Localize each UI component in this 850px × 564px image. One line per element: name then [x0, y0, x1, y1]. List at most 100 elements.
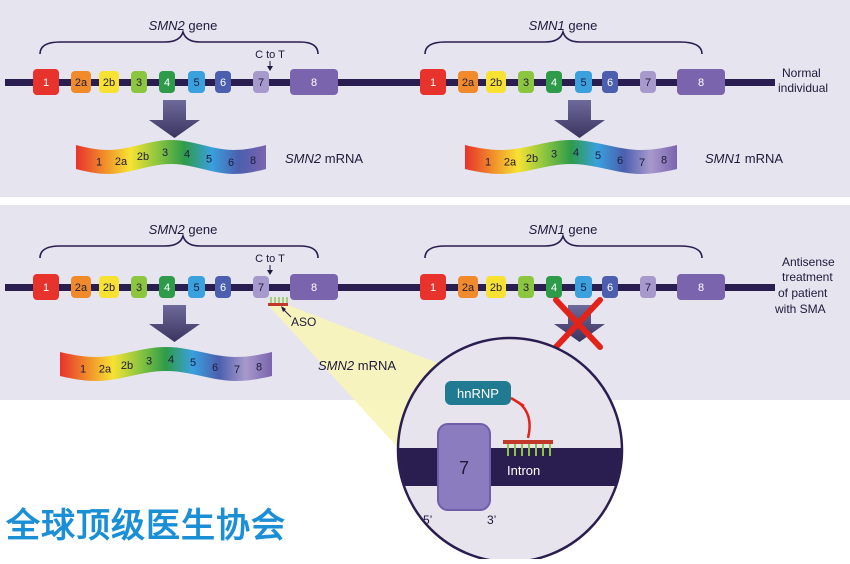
exon-2a [458, 71, 478, 93]
exon-7 [640, 71, 656, 93]
exon-3-label: 3 [523, 77, 529, 89]
exon-2b-label: 2b [103, 77, 115, 89]
mrna-exon-8-label: 8 [661, 155, 667, 167]
exon-2a [71, 71, 91, 93]
mrna-band [76, 140, 266, 174]
exon-5 [575, 276, 592, 298]
exon-4 [159, 71, 175, 93]
exon-2b-label: 2b [103, 282, 115, 294]
mrna-exon-2b-label: 2b [121, 360, 133, 372]
mrna-exon-1-label: 1 [96, 157, 102, 169]
svg-text:treatment: treatment [782, 270, 833, 284]
mrna-exon-4-label: 4 [573, 147, 579, 159]
exon-6-label: 6 [607, 282, 613, 294]
normal-individual-label: Normal individual [778, 66, 828, 95]
exon-2b-label: 2b [490, 282, 502, 294]
exon-8 [677, 274, 725, 300]
mrna-exon-6-label: 6 [228, 157, 234, 169]
smn2-gene-title: SMN2 gene [149, 18, 218, 33]
exon-4 [546, 71, 562, 93]
exon-4 [546, 276, 562, 298]
exon-5 [188, 276, 205, 298]
exon-6-label: 6 [220, 77, 226, 89]
exon-5-label: 5 [580, 77, 586, 89]
exon-2a-label: 2a [462, 282, 475, 294]
exon-5 [575, 71, 592, 93]
exon-8 [290, 69, 338, 95]
exon-4-label: 4 [164, 282, 170, 294]
smn1-gene-exons: 1 2a 2b 3 4 5 6 7 8 [420, 69, 725, 95]
svg-text:7: 7 [459, 458, 469, 478]
transcription-arrow-smn1 [554, 100, 605, 138]
exon-4-label: 4 [551, 282, 557, 294]
smn1-gene-title: SMN1 gene [529, 18, 598, 33]
transcription-arrow-smn2 [149, 305, 200, 342]
c-to-t-label: C to T [255, 49, 285, 61]
exon-2b [486, 71, 506, 93]
exon-4-label: 4 [551, 77, 557, 89]
svg-text:individual: individual [778, 81, 828, 95]
smn1-gene-brace [424, 233, 703, 259]
mrna-exon-7-label: 7 [639, 157, 645, 169]
exon-7 [253, 71, 269, 93]
mrna-exon-3-label: 3 [551, 148, 557, 160]
exon-1 [33, 69, 59, 95]
top-gene-row: 1 2a 2b 3 4 5 6 7 8 1 2a 2b 3 4 5 6 7 8 SMN2 gene SMN1 g… [5, 18, 828, 174]
exon-5-label: 5 [580, 282, 586, 294]
exon-2a-label: 2a [462, 77, 475, 89]
mrna-exon-1-label: 1 [80, 363, 86, 375]
smn2-gene-brace [39, 233, 319, 259]
mrna-exon-6-label: 6 [212, 362, 218, 374]
exon-1-label: 1 [430, 77, 436, 89]
exon-2a-label: 2a [75, 77, 88, 89]
exon-7-label: 7 [645, 77, 651, 89]
mrna-exon-8-label: 8 [250, 155, 256, 167]
exon-1 [33, 274, 59, 300]
exon-8 [677, 69, 725, 95]
inset-aso [503, 440, 553, 456]
exon-2b-label: 2b [490, 77, 502, 89]
exon-8-label: 8 [311, 77, 317, 89]
mrna-exon-4-label: 4 [184, 149, 190, 161]
exon-6 [602, 71, 618, 93]
exon-1-label: 1 [430, 282, 436, 294]
mrna-exon-1-label: 1 [485, 156, 491, 168]
smn2-gene-brace [39, 29, 319, 55]
aso-oligo [268, 297, 288, 306]
exon-4-label: 4 [164, 77, 170, 89]
exon-2a [458, 276, 478, 298]
smn2-mrna-label: SMN2 mRNA [318, 358, 396, 373]
mrna-exon-8-label: 8 [256, 362, 262, 374]
smn2-mrna-label: SMN2 mRNA [285, 151, 363, 166]
svg-text:hnRNP: hnRNP [457, 386, 499, 401]
mrna-exon-5-label: 5 [190, 357, 196, 369]
mrna-exon-2a-label: 2a [115, 156, 128, 168]
inset-5-prime: 5’ [423, 513, 432, 527]
svg-text:Antisense: Antisense [782, 255, 835, 269]
smn2-gene-title: SMN2 gene [149, 222, 218, 237]
exon-6 [215, 71, 231, 93]
svg-text:of patient: of patient [778, 286, 828, 300]
exon-2a-label: 2a [75, 282, 88, 294]
smn1-gene-title: SMN1 gene [529, 222, 598, 237]
inset-chromosome [399, 448, 621, 486]
exon-3-label: 3 [523, 282, 529, 294]
mrna-band [60, 347, 272, 381]
inset-exon-7 [437, 423, 491, 511]
exon-6-label: 6 [607, 77, 613, 89]
exon-5-label: 5 [193, 77, 199, 89]
mrna-exon-2b-label: 2b [526, 153, 538, 165]
mrna-exon-5-label: 5 [206, 154, 212, 166]
exon-3 [131, 71, 147, 93]
chromosome-line [5, 284, 775, 291]
mrna-exon-6-label: 6 [617, 155, 623, 167]
exon-5-label: 5 [193, 282, 199, 294]
mrna-exon-2b-label: 2b [137, 151, 149, 163]
exon-8-label: 8 [698, 77, 704, 89]
